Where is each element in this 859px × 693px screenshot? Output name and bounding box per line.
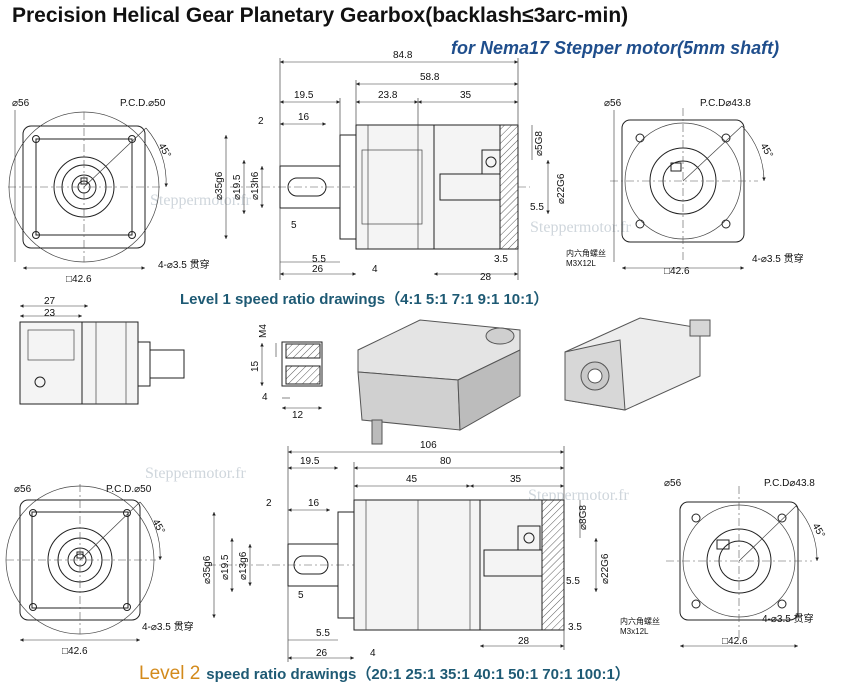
l1-side-bore: ⌀5G8 bbox=[534, 131, 545, 156]
l1-rear-screw2: M3X12L bbox=[566, 259, 596, 268]
l2-side-bot4: 3.5 bbox=[568, 622, 582, 633]
l1-side-dia-shaft: ⌀19.5 bbox=[232, 174, 243, 200]
l1-front-view: ⌀56 P.C.D.⌀50 45° 4-⌀3.5 贯穿 □42.6 bbox=[8, 98, 210, 285]
l2-rear-square: □42.6 bbox=[722, 636, 748, 647]
l1-side-view: 84.8 58.8 19.5 23.8 35 2 16 ⌀35g6 ⌀19.5 … bbox=[214, 50, 567, 283]
mid-d4: 4 bbox=[262, 392, 268, 403]
l1-side-bot4: 3.5 bbox=[494, 254, 508, 265]
mid-side-view: 27 23 bbox=[19, 296, 185, 405]
l2-side-len5: 2 bbox=[266, 498, 272, 509]
l1-side-len5: 2 bbox=[258, 116, 264, 127]
l2-rear-screw2: M3x12L bbox=[620, 627, 649, 636]
l1-front-holes: 4-⌀3.5 贯穿 bbox=[158, 258, 210, 271]
l1-side-bot3: 4 bbox=[372, 264, 378, 275]
l1-front-angle: 45° bbox=[156, 142, 173, 161]
l1-side-dia-key: ⌀13h6 bbox=[250, 171, 261, 200]
l2-rear-angle: 45° bbox=[810, 522, 827, 541]
l1-side-total: 84.8 bbox=[393, 50, 413, 61]
l2-side-bore2: ⌀22G6 bbox=[600, 553, 611, 584]
l2-front-od: ⌀56 bbox=[14, 484, 32, 495]
level2-caption: Level 2 speed ratio drawings（20:1 25:1 35… bbox=[139, 663, 630, 685]
level2-ratios: speed ratio drawings（20:1 25:1 35:1 40:1… bbox=[206, 666, 630, 683]
product-render-2 bbox=[564, 317, 711, 411]
mid-keyway-detail: M4 15 4 12 bbox=[250, 324, 323, 421]
l1-rear-pcd: P.C.D⌀43.8 bbox=[700, 98, 751, 109]
l1-side-bot5: 28 bbox=[480, 272, 492, 283]
l1-side-len4: 35 bbox=[460, 90, 472, 101]
l2-front-view: ⌀56 P.C.D.⌀50 45° 4-⌀3.5 贯穿 □42.6 bbox=[5, 484, 194, 657]
l2-rear-view: ⌀56 P.C.D⌀43.8 45° 内六角螺丝 M3x12L 4-⌀3.5 贯… bbox=[620, 478, 827, 648]
l2-side-key: 5 bbox=[298, 590, 304, 601]
level2-label: Level 2 bbox=[139, 663, 201, 684]
mid-d12: 12 bbox=[292, 410, 304, 421]
l2-side-view: 106 80 19.5 45 35 2 16 ⌀35g6 ⌀19.5 ⌀13g6… bbox=[202, 440, 611, 662]
l2-front-pcd: P.C.D.⌀50 bbox=[106, 484, 152, 495]
l2-side-bot2: 26 bbox=[316, 648, 328, 659]
l2-side-bot3: 4 bbox=[370, 648, 376, 659]
level1-caption: Level 1 speed ratio drawings（4:1 5:1 7:1… bbox=[180, 291, 549, 308]
l1-side-len2: 19.5 bbox=[294, 90, 314, 101]
mid-d27: 27 bbox=[44, 296, 56, 307]
product-render-1 bbox=[357, 319, 521, 445]
l1-side-right1: 5.5 bbox=[530, 202, 544, 213]
l2-side-bot5: 28 bbox=[518, 636, 530, 647]
l1-side-bot2: 26 bbox=[312, 264, 324, 275]
l1-rear-holes: 4-⌀3.5 贯穿 bbox=[752, 252, 804, 265]
l2-front-holes: 4-⌀3.5 贯穿 bbox=[142, 620, 194, 633]
l1-side-bore2: ⌀22G6 bbox=[556, 173, 567, 204]
l1-side-len6: 16 bbox=[298, 112, 310, 123]
mid-d23: 23 bbox=[44, 308, 56, 319]
l2-rear-screw1: 内六角螺丝 bbox=[620, 616, 660, 626]
l2-side-dia-shaft: ⌀19.5 bbox=[220, 554, 231, 580]
l2-side-len2: 19.5 bbox=[300, 456, 320, 467]
l1-front-pcd: P.C.D.⌀50 bbox=[120, 98, 166, 109]
l2-side-total: 106 bbox=[420, 440, 437, 451]
l2-side-len4: 35 bbox=[510, 474, 522, 485]
l1-side-bot1: 5.5 bbox=[312, 254, 326, 265]
l1-rear-screw1: 内六角螺丝 bbox=[566, 248, 606, 258]
l2-rear-holes: 4-⌀3.5 贯穿 bbox=[762, 612, 814, 625]
l2-side-dia-flange: ⌀35g6 bbox=[202, 555, 213, 584]
l2-front-square: □42.6 bbox=[62, 646, 88, 657]
l1-rear-angle: 45° bbox=[758, 142, 775, 161]
l2-side-len6: 16 bbox=[308, 498, 320, 509]
l1-front-square: □42.6 bbox=[66, 274, 92, 285]
watermark-2: Steppermotor.fr bbox=[530, 219, 632, 236]
l2-rear-pcd: P.C.D⌀43.8 bbox=[764, 478, 815, 489]
l1-rear-od: ⌀56 bbox=[604, 98, 622, 109]
l2-side-len3: 45 bbox=[406, 474, 418, 485]
l1-side-len1: 58.8 bbox=[420, 72, 440, 83]
l1-rear-square: □42.6 bbox=[664, 266, 690, 277]
l1-side-key: 5 bbox=[291, 220, 297, 231]
l2-rear-od: ⌀56 bbox=[664, 478, 682, 489]
l1-side-dia-flange: ⌀35g6 bbox=[214, 171, 225, 200]
l1-front-od: ⌀56 bbox=[12, 98, 30, 109]
l2-side-dia-key: ⌀13g6 bbox=[238, 551, 249, 580]
l2-side-bot1: 5.5 bbox=[316, 628, 330, 639]
l1-side-len3: 23.8 bbox=[378, 90, 398, 101]
page-title: Precision Helical Gear Planetary Gearbox… bbox=[12, 4, 629, 27]
page-subtitle: for Nema17 Stepper motor(5mm shaft) bbox=[451, 38, 780, 58]
mid-d15: 15 bbox=[250, 360, 261, 372]
l2-side-right1: 5.5 bbox=[566, 576, 580, 587]
l2-side-bore: ⌀8G8 bbox=[578, 505, 589, 530]
watermark-3: Steppermotor.fr bbox=[145, 465, 247, 482]
l1-rear-view: ⌀56 P.C.D⌀43.8 45° 内六角螺丝 M3X12L 4-⌀3.5 贯… bbox=[566, 98, 804, 277]
l2-side-len1: 80 bbox=[440, 456, 452, 467]
mid-m4: M4 bbox=[258, 324, 269, 338]
